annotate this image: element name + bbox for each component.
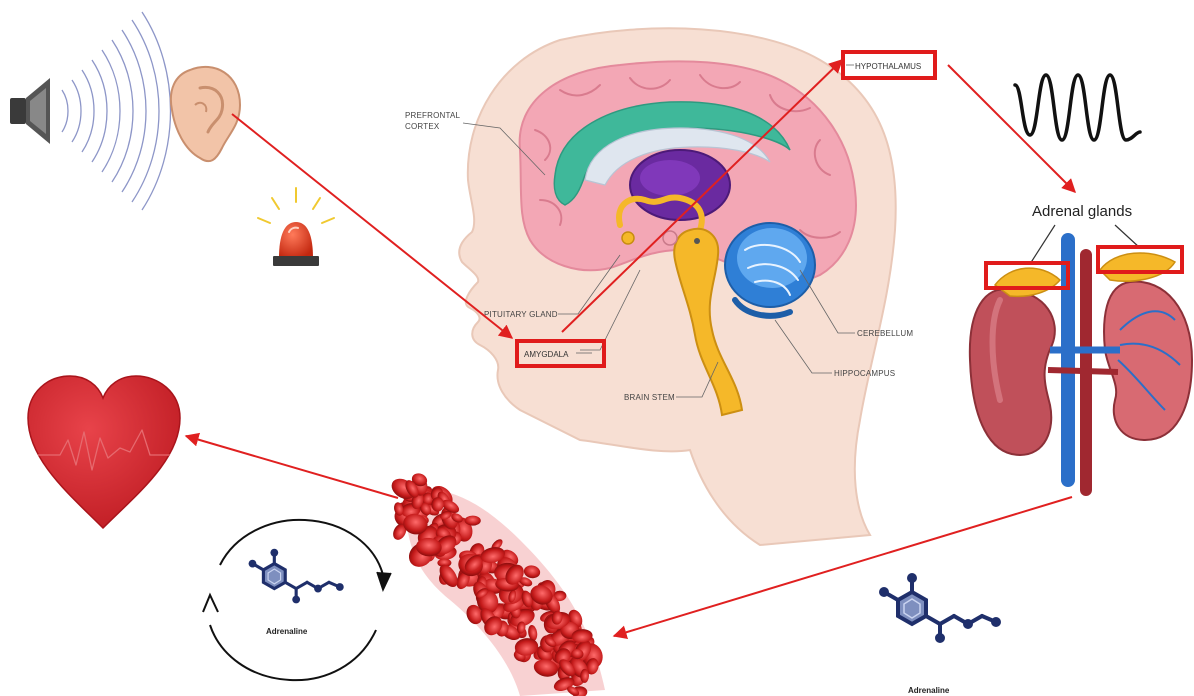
label-hypothalamus: HYPOTHALAMUS xyxy=(855,62,921,71)
blood-cells-icon xyxy=(388,471,606,696)
label-cerebellum: CEREBELLUM xyxy=(857,329,913,338)
heart-icon xyxy=(28,376,180,528)
kidney-icon xyxy=(970,240,1192,490)
label-prefrontal-cortex-1: PREFRONTAL xyxy=(405,111,461,120)
label-prefrontal-cortex-2: CORTEX xyxy=(405,122,440,131)
adrenal-glands-label: Adrenal glands xyxy=(1032,203,1132,220)
molecule-icon-bottom xyxy=(879,573,1001,643)
waveform-icon xyxy=(1015,75,1140,140)
label-brain-stem: BRAIN STEM xyxy=(624,393,675,402)
label-hippocampus: HIPPOCAMPUS xyxy=(834,369,895,378)
adrenaline-label-cycle: Adrenaline xyxy=(266,627,308,636)
ear-icon xyxy=(171,67,240,161)
head-illustration: PREFRONTAL CORTEX PITUITARY GLAND BRAIN … xyxy=(405,28,935,545)
adrenaline-label-bottom: Adrenaline xyxy=(908,686,950,695)
siren-icon xyxy=(258,188,334,266)
label-amygdala: AMYGDALA xyxy=(524,350,569,359)
sound-waves xyxy=(62,12,171,210)
label-pituitary-gland: PITUITARY GLAND xyxy=(484,310,558,319)
speaker-icon xyxy=(10,78,50,144)
molecule-icon-cycle xyxy=(249,549,344,604)
